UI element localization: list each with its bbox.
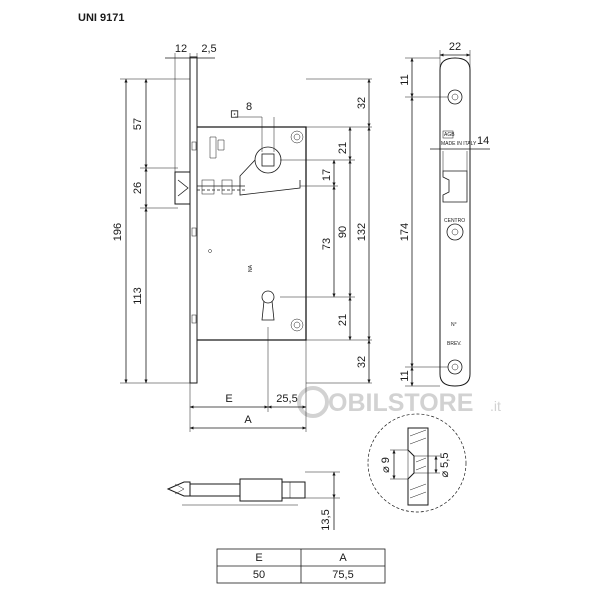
dim-22: 22 <box>449 41 461 53</box>
dim-57: 57 <box>132 118 144 130</box>
dim-21-top: 21 <box>337 142 349 154</box>
drawing-title: UNI 9171 <box>78 12 124 24</box>
patent-mark: BREV. <box>447 341 462 347</box>
dim-dia-5-5: ⌀ 5,5 <box>439 453 451 478</box>
made-in-mark: MADE IN ITALY <box>441 141 477 147</box>
svg-text:NA: NA <box>248 264 254 272</box>
svg-text:⊡: ⊡ <box>229 109 241 118</box>
dim-32-bottom: 32 <box>356 356 368 368</box>
centro-mark: CENTRO <box>444 218 465 224</box>
detail-circle <box>367 413 467 513</box>
latch-side-view: 13,5 <box>166 471 340 531</box>
dim-25-5: 25,5 <box>276 393 297 405</box>
watermark-ring-icon <box>297 386 329 418</box>
faceplate-front <box>439 57 471 387</box>
watermark-text: OBILSTORE <box>328 389 473 417</box>
brand-mark: AGB <box>444 132 455 138</box>
dim-73: 73 <box>321 238 333 250</box>
dim-11-top: 11 <box>399 74 411 85</box>
keyhole-icon <box>261 290 275 304</box>
spindle-follower <box>254 146 282 174</box>
watermark-suffix: .it <box>490 398 501 414</box>
latch-tip <box>166 481 191 497</box>
dim-14: 14 <box>477 135 489 147</box>
bottom-dimensions: E 25,5 A <box>189 327 307 432</box>
dim-2-5: 2,5 <box>201 43 216 55</box>
dim-E: E <box>225 393 232 405</box>
cylinder-center-icon <box>446 223 464 241</box>
top-dimensions: 12 2,5 ⊡ 8 <box>165 43 275 172</box>
lock-case <box>197 126 307 341</box>
dim-21-bottom: 21 <box>337 314 349 326</box>
dim-132: 132 <box>356 223 368 241</box>
dim-113: 113 <box>132 287 144 305</box>
right-dimensions: 32 21 17 73 90 132 21 32 <box>280 78 372 384</box>
dimension-table: E A 50 75,5 <box>216 548 386 584</box>
dim-dia-9: ⌀ 9 <box>380 457 392 473</box>
table-cell-E: 50 <box>253 569 265 581</box>
table-cell-A: 75,5 <box>332 569 353 581</box>
latch-opening <box>442 170 468 203</box>
dim-32-top: 32 <box>356 97 368 109</box>
screw-detail: ⌀ 9 ⌀ 5,5 <box>367 413 467 513</box>
table-header-A: A <box>339 552 347 564</box>
lock-front-view: NA <box>174 56 307 384</box>
dim-17: 17 <box>321 169 333 181</box>
table-header-E: E <box>255 552 262 564</box>
faceplate-dimensions: 22 11 174 11 14 <box>399 41 490 387</box>
number-mark: N° <box>451 322 457 328</box>
faceplate-front-view: AGB MADE IN ITALY CENTRO N° BREV. <box>439 57 477 387</box>
watermark: OBILSTORE .it <box>297 386 501 418</box>
dim-A: A <box>244 414 252 426</box>
dim-26: 26 <box>132 182 144 194</box>
dim-90: 90 <box>337 226 349 238</box>
dim-13-5: 13,5 <box>320 509 332 530</box>
dim-11-bottom: 11 <box>399 370 411 381</box>
dim-196: 196 <box>112 223 124 241</box>
spindle-square <box>261 153 275 167</box>
dim-12: 12 <box>175 43 187 55</box>
faceplate-side <box>189 56 198 384</box>
dim-174: 174 <box>399 223 411 241</box>
dim-spindle-8: 8 <box>246 101 252 113</box>
left-dimensions: 196 57 26 113 <box>112 78 190 384</box>
latch-bolt <box>174 171 191 205</box>
